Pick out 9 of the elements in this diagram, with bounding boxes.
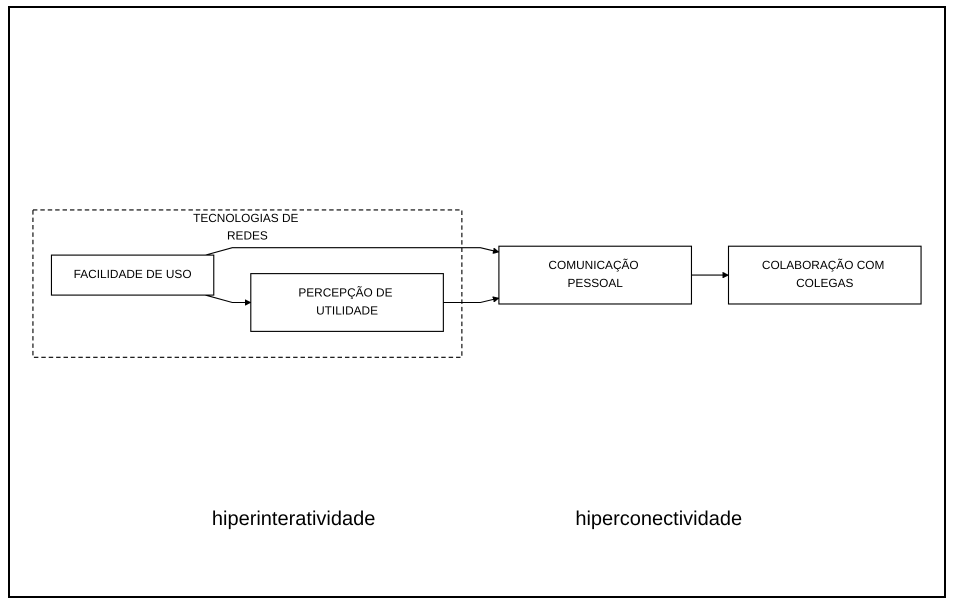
arrow [443,296,500,303]
annotation-text: hiperconectividade [575,508,742,530]
node-box: FACILIDADE DE USO [50,254,214,296]
arrow [691,272,729,278]
node-box: COLABORAÇÃO COM COLEGAS [728,246,922,304]
node-box: PERCEPÇÃO DE UTILIDADE [250,272,444,332]
arrow [205,294,252,306]
annotation-text: hiperinteratividade [212,508,376,530]
node-box: COMUNICAÇÃO PESSOAL [498,246,692,304]
